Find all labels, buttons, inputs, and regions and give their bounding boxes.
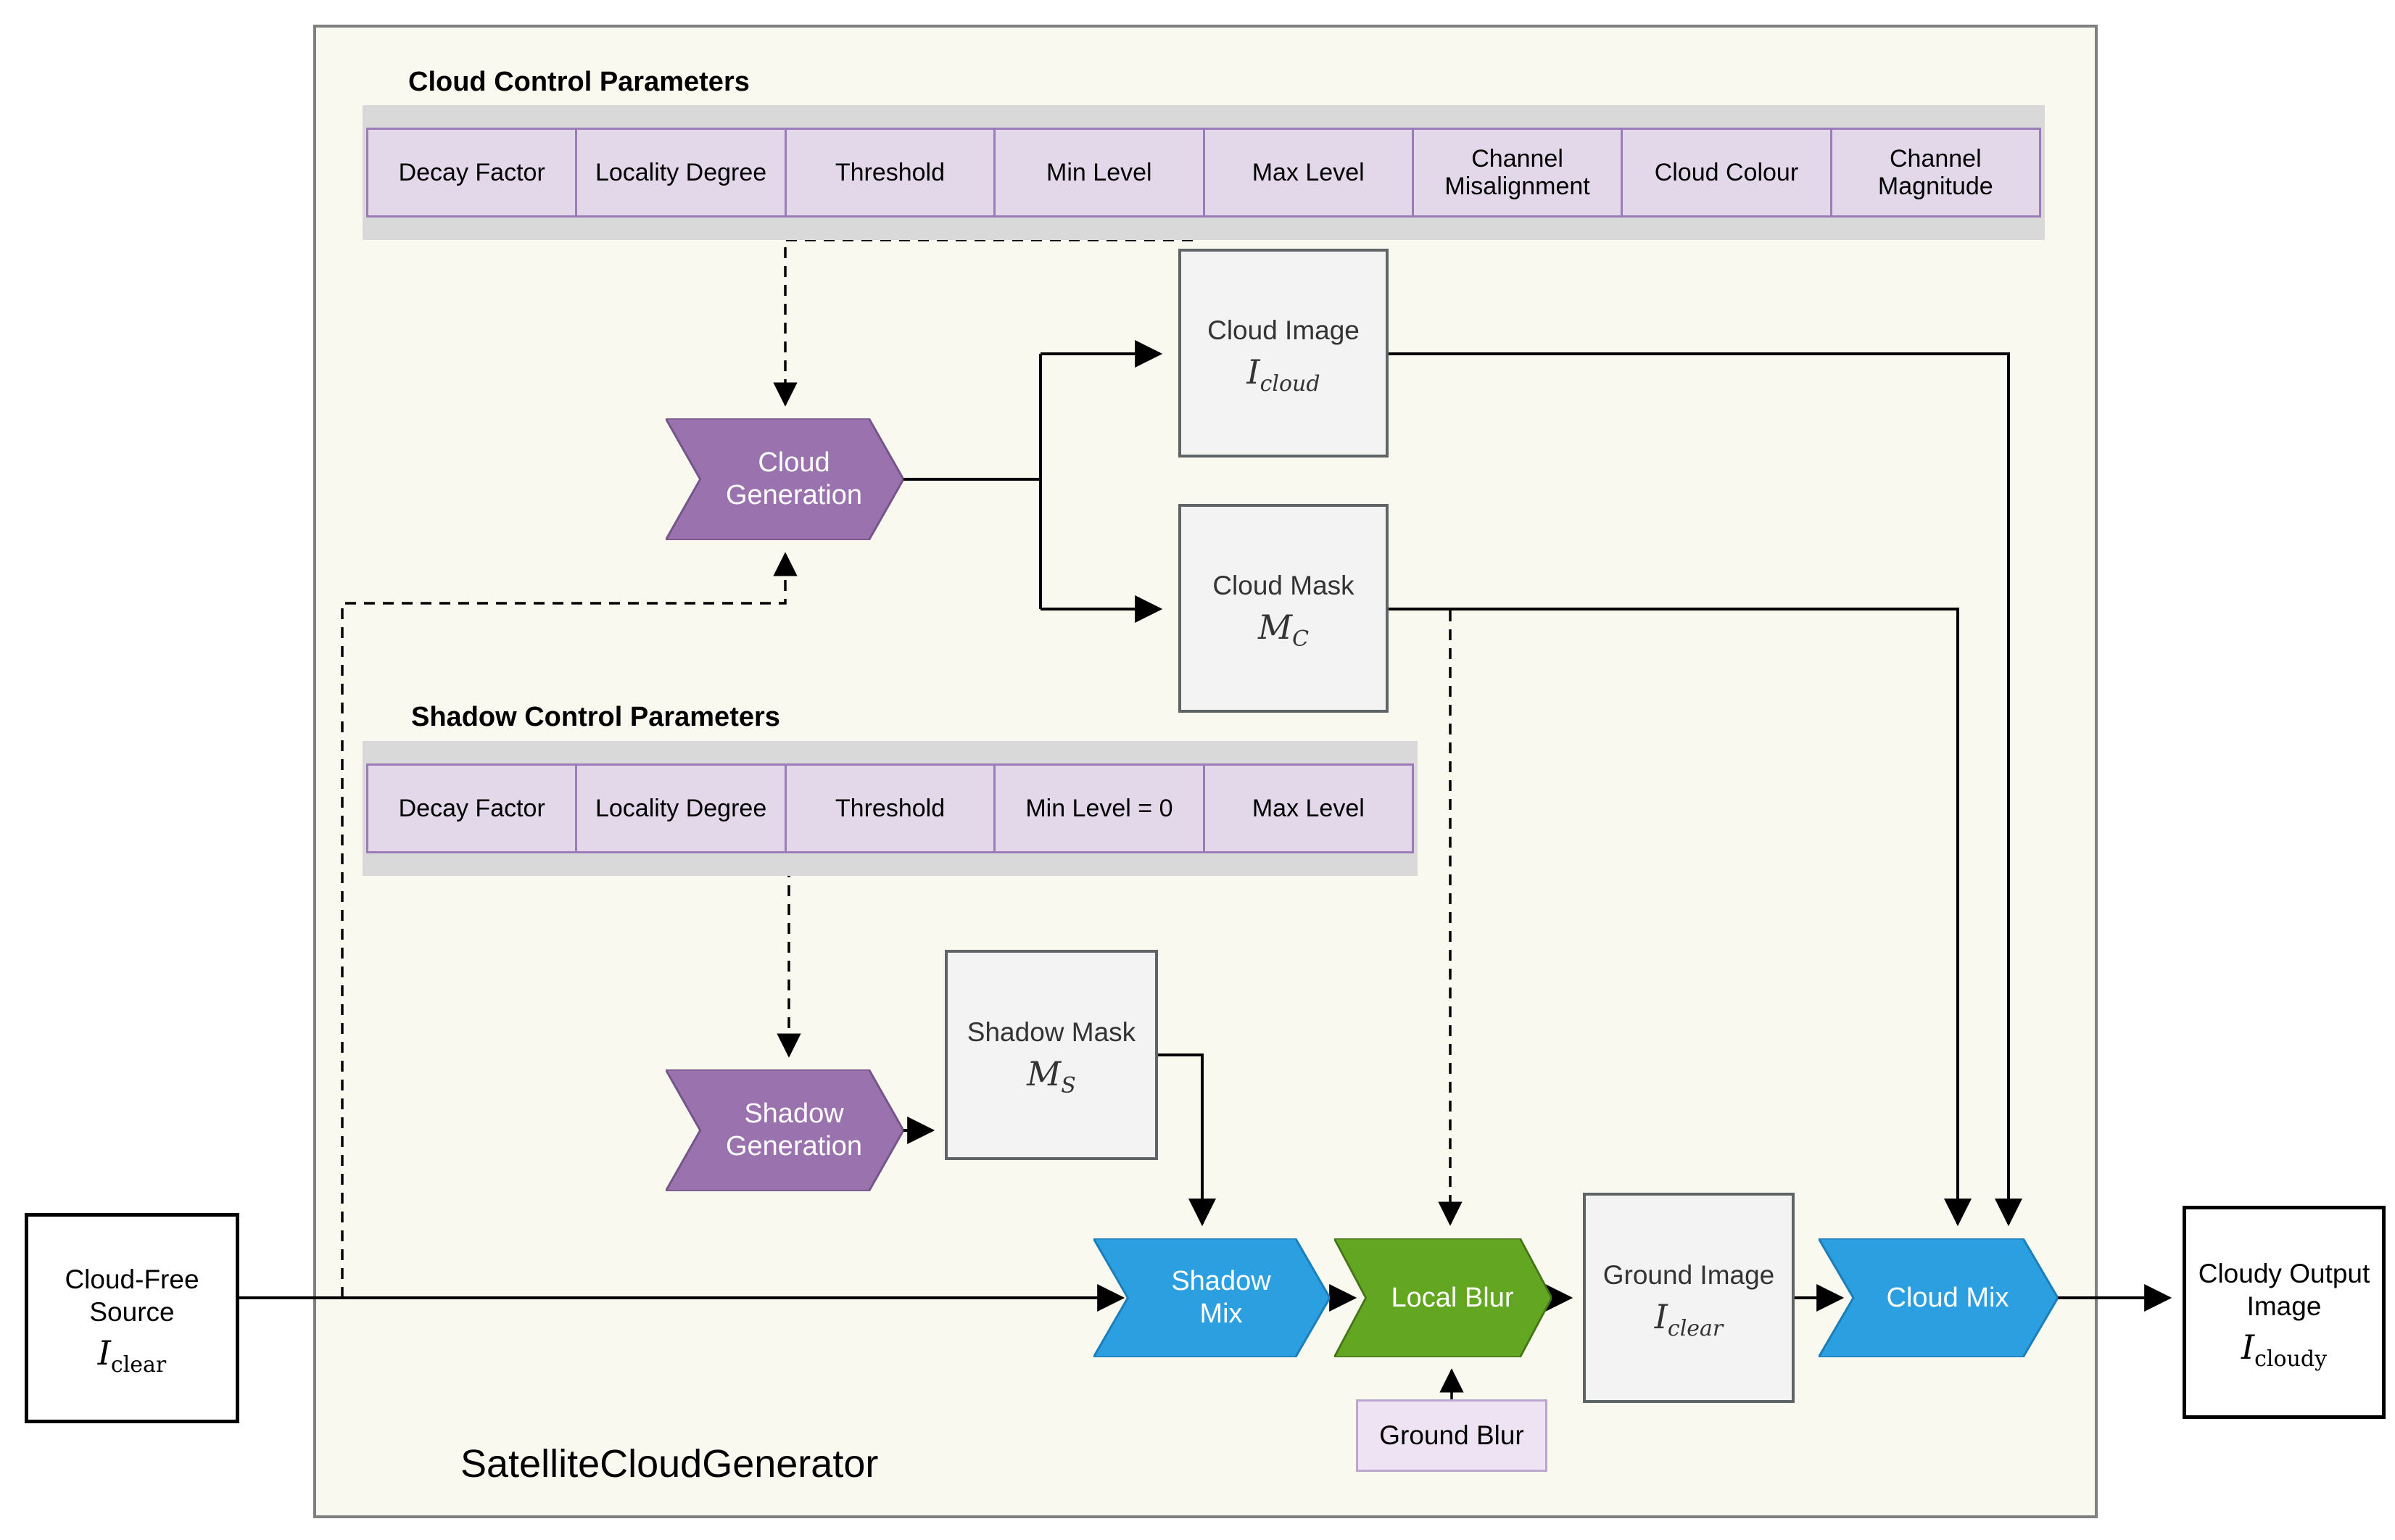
cloud-image-box: Cloud Image Icloud [1178, 249, 1389, 458]
cloud-mask-label: Cloud Mask [1212, 571, 1354, 601]
cloud-image-label: Cloud Image [1207, 315, 1360, 346]
shadow-param-cell: Max Level [1202, 766, 1412, 851]
cloud-mask-box: Cloud Mask MC [1178, 504, 1389, 713]
cloud-generation-process: Cloud Generation [666, 418, 903, 540]
shadow-control-parameters-title: Shadow Control Parameters [411, 702, 780, 732]
cloud-param-cell: Decay Factor [368, 130, 576, 215]
cloudy-output-image-symbol: Icloudy [2241, 1328, 2328, 1373]
diagram-title: SatelliteCloudGenerator [460, 1442, 879, 1486]
shadow-param-cell: Decay Factor [368, 766, 576, 851]
shadow-param-cell: Locality Degree [575, 766, 785, 851]
shadow-generation-process: Shadow Generation [666, 1069, 903, 1191]
cloud-param-cell: Max Level [1202, 130, 1412, 215]
cloud-param-cell: Channel Magnitude [1829, 130, 2039, 215]
cloudy-output-image-box: Cloudy Output Image Icloudy [2183, 1206, 2386, 1419]
ground-image-symbol: Iclear [1654, 1296, 1724, 1341]
shadow-control-parameters-table: Decay Factor Locality Degree Threshold M… [363, 741, 1418, 876]
shadow-mask-symbol: MS [1027, 1053, 1076, 1098]
cloud-mix-label: Cloud Mix [1886, 1282, 2009, 1313]
local-blur-label: Local Blur [1391, 1282, 1514, 1313]
cloud-control-parameters-table: Decay Factor Locality Degree Threshold M… [363, 105, 2045, 240]
cloud-control-parameters-title: Cloud Control Parameters [408, 67, 750, 97]
shadow-param-cell: Threshold [784, 766, 994, 851]
ground-image-box: Ground Image Iclear [1583, 1193, 1795, 1403]
cloud-free-source-symbol: Iclear [97, 1333, 167, 1378]
shadow-mix-process: Shadow Mix [1093, 1238, 1330, 1357]
shadow-mix-label: Shadow Mix [1171, 1266, 1271, 1329]
cloudy-output-image-label: Cloudy Output Image [2198, 1258, 2370, 1321]
cloud-mix-process: Cloud Mix [1819, 1238, 2058, 1357]
shadow-param-cell: Min Level = 0 [993, 766, 1203, 851]
cloud-free-source-label: Cloud-Free Source [65, 1264, 199, 1327]
cloud-mask-symbol: MC [1257, 607, 1310, 652]
local-blur-process: Local Blur [1334, 1238, 1552, 1357]
cloud-free-source-box: Cloud-Free Source Iclear [25, 1213, 239, 1423]
ground-image-label: Ground Image [1602, 1260, 1775, 1291]
shadow-mask-box: Shadow Mask MS [945, 950, 1158, 1160]
shadow-mask-label: Shadow Mask [967, 1017, 1136, 1048]
ground-blur-box: Ground Blur [1356, 1399, 1547, 1472]
cloud-param-cell: Threshold [784, 130, 994, 215]
ground-blur-label: Ground Blur [1379, 1420, 1524, 1450]
shadow-param-header-row: Decay Factor Locality Degree Threshold M… [366, 763, 1414, 853]
cloud-generation-label: Cloud Generation [725, 447, 862, 510]
cloud-param-cell: Channel Misalignment [1411, 130, 1621, 215]
cloud-param-header-row: Decay Factor Locality Degree Threshold M… [366, 128, 2041, 218]
cloud-param-cell: Locality Degree [575, 130, 785, 215]
cloud-image-symbol: Icloud [1246, 352, 1320, 397]
cloud-param-cell: Cloud Colour [1621, 130, 1830, 215]
cloud-param-cell: Min Level [993, 130, 1203, 215]
shadow-generation-label: Shadow Generation [725, 1098, 862, 1162]
